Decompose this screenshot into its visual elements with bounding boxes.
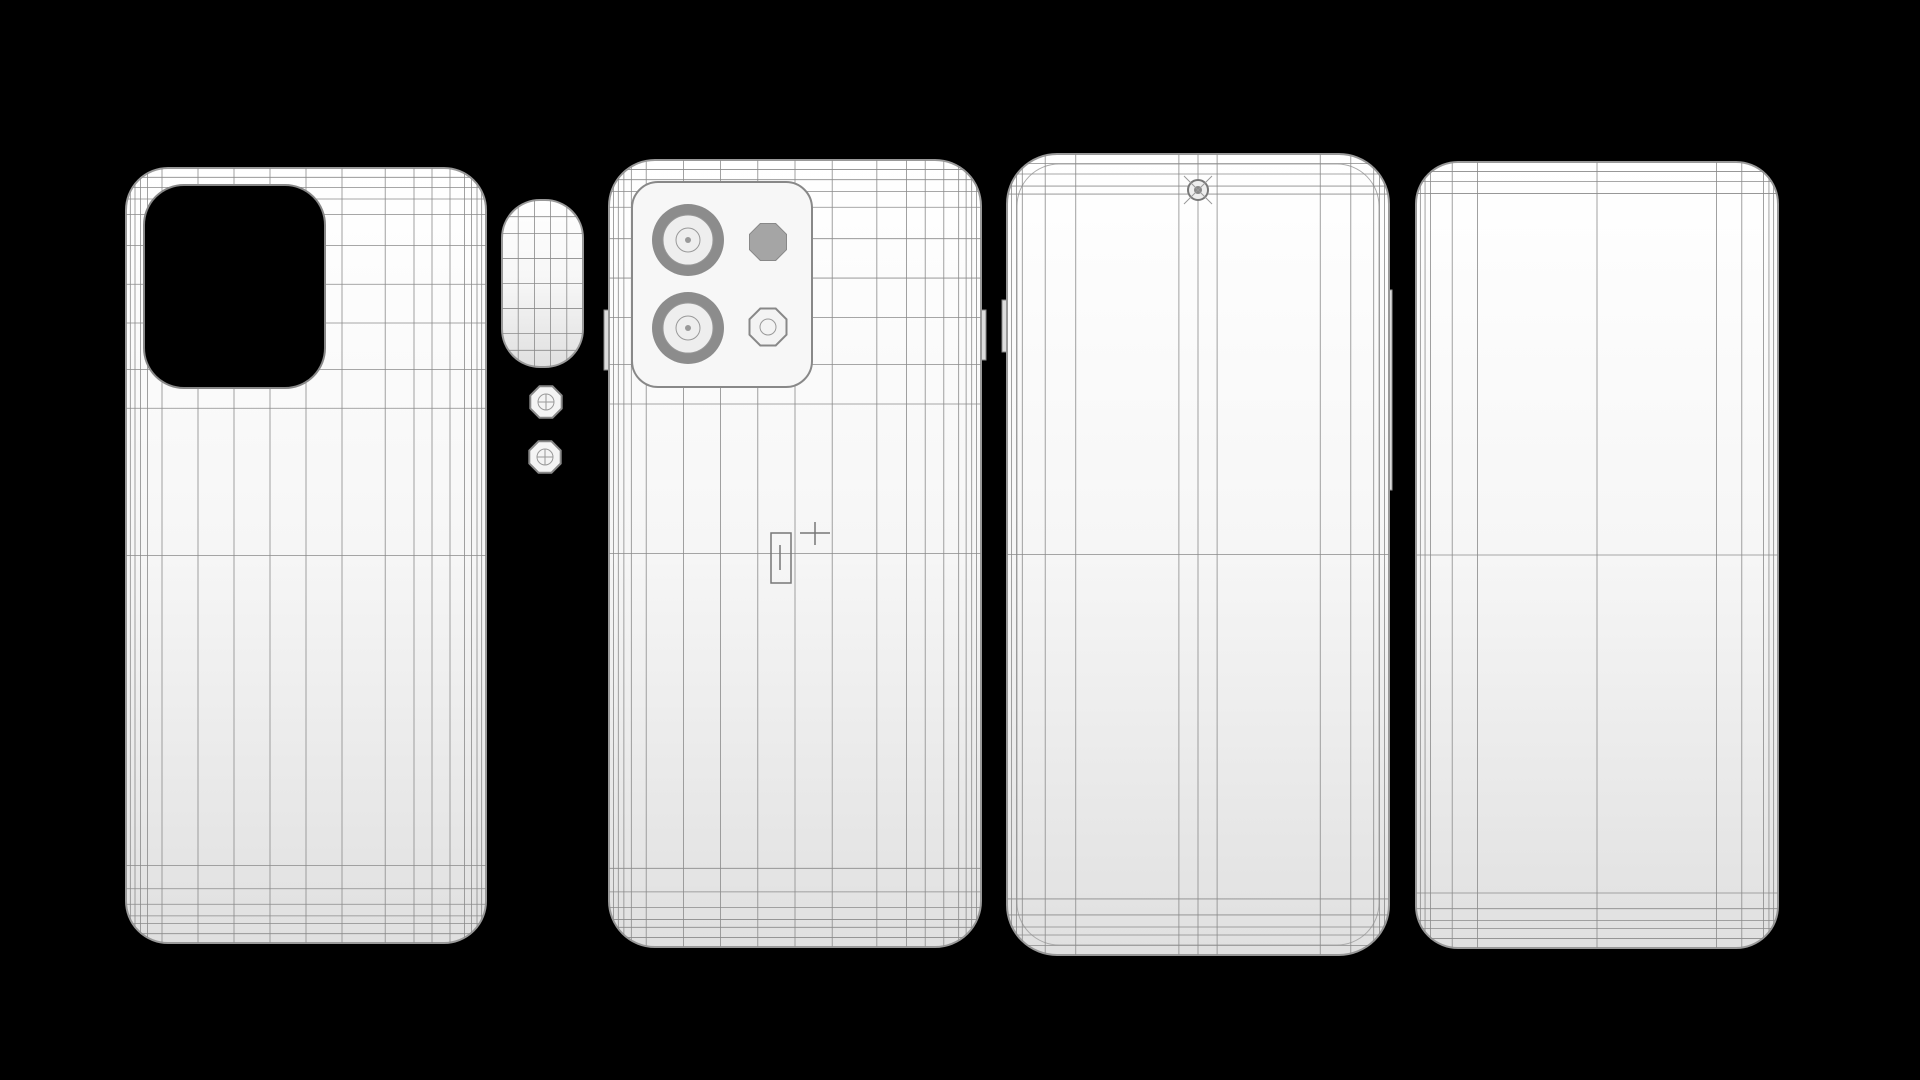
phone-screen-panel xyxy=(1415,161,1779,949)
brand-logo xyxy=(770,522,830,584)
main-camera-lens xyxy=(652,204,724,276)
camera-glass-piece xyxy=(501,199,584,368)
secondary-camera-lens xyxy=(652,292,724,364)
small-lens-part-1 xyxy=(529,385,563,419)
camera-cutout xyxy=(143,184,326,389)
phone-back-panel xyxy=(603,159,987,948)
back-cover-panel xyxy=(125,167,487,944)
sensor xyxy=(748,307,788,347)
camera-module xyxy=(631,181,813,388)
phone-front-panel xyxy=(1001,153,1393,956)
front-camera-punch-hole xyxy=(1183,175,1213,205)
flash-icon xyxy=(749,223,787,261)
small-lens-part-2 xyxy=(528,440,562,474)
